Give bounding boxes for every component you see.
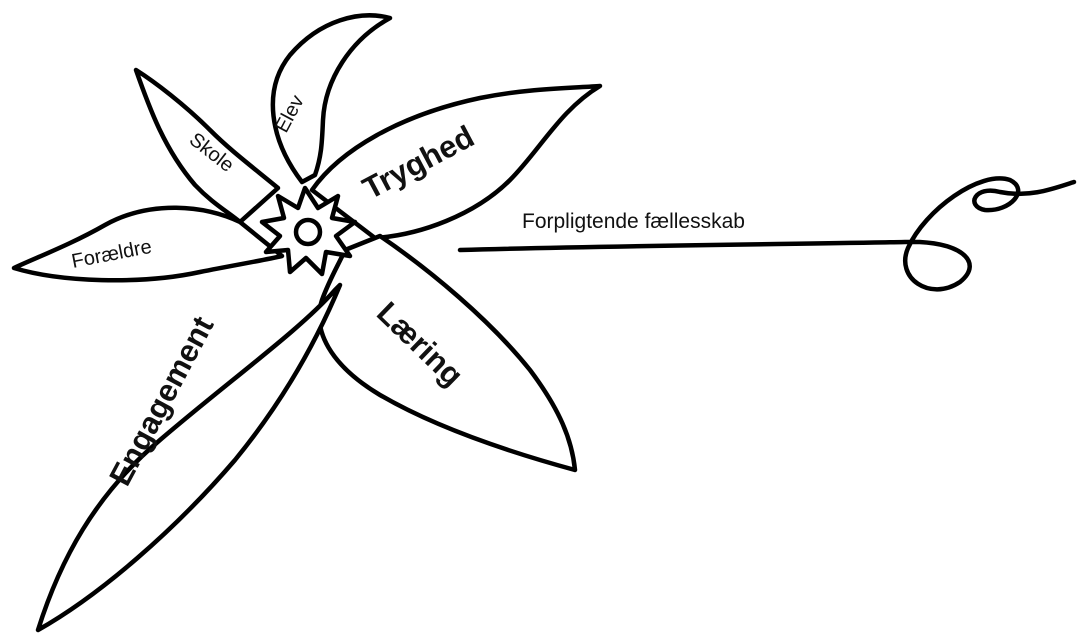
label-stem: Forpligtende fællesskab (522, 210, 745, 233)
flower-center-circle (296, 220, 320, 244)
flower-stem (460, 178, 1074, 289)
